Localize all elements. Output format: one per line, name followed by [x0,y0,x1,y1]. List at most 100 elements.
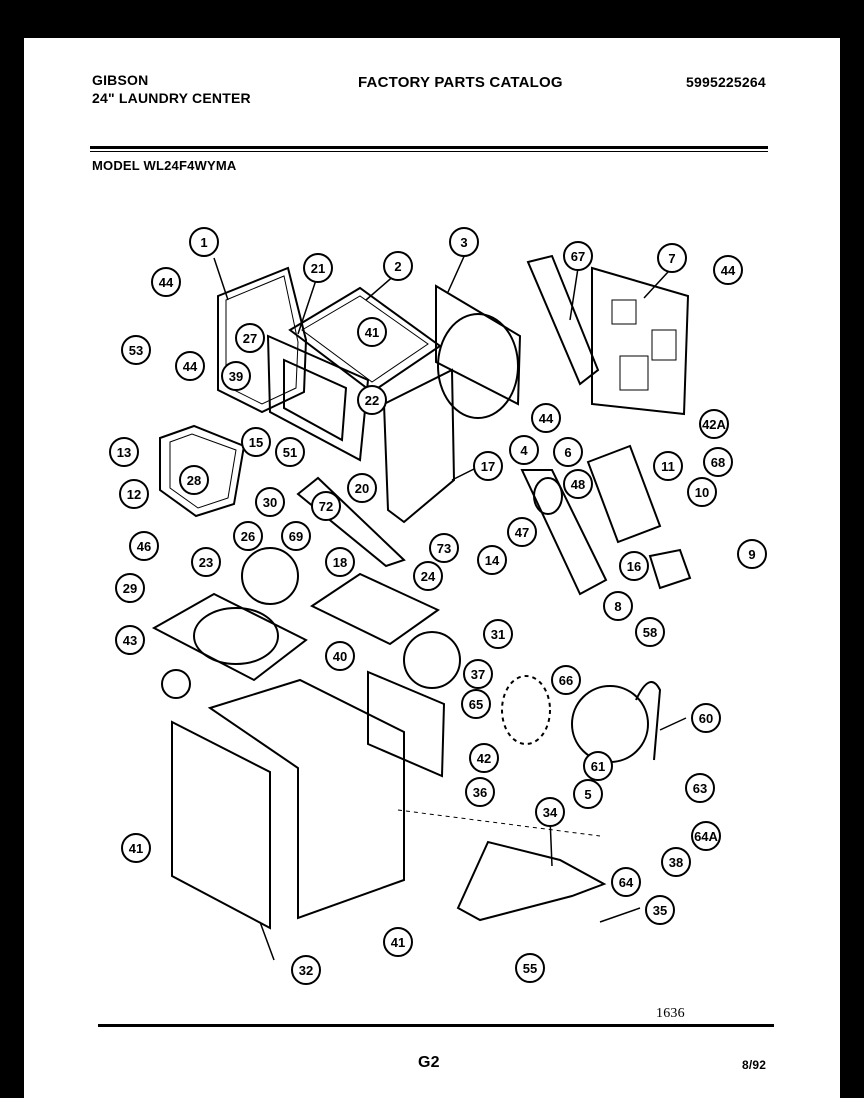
callout-1: 1 [189,227,219,257]
callout-bubble [383,927,413,957]
callout-44: 44 [175,351,205,381]
callout-40: 40 [325,641,355,671]
callout-bubble [509,435,539,465]
callout-label: 73 [437,541,451,556]
callout-58: 58 [635,617,665,647]
callout-bubble [563,241,593,271]
callout-bubble [603,591,633,621]
callout-label: 68 [711,455,725,470]
callout-18: 18 [325,547,355,577]
callout-bubble [477,545,507,575]
callout-label: 43 [123,633,137,648]
callout-label: 65 [469,697,483,712]
callout-label: 37 [471,667,485,682]
callout-28: 28 [179,465,209,495]
callout-bubble [357,385,387,415]
callout-66: 66 [551,665,581,695]
callout-44: 44 [151,267,181,297]
callout-label: 30 [263,495,277,510]
catalog-title: FACTORY PARTS CATALOG [358,74,563,91]
callout-37: 37 [463,659,493,689]
callout-label: 53 [129,343,143,358]
callout-bubble [737,539,767,569]
callout-label: 20 [355,481,369,496]
callout-23: 23 [191,547,221,577]
blower-housing-part [520,469,608,596]
callout-label: 2 [394,259,401,274]
callout-bubble [713,255,743,285]
callout-bubble [175,351,205,381]
callout-53: 53 [121,335,151,365]
callout-label: 15 [249,435,263,450]
callout-73: 73 [429,533,459,563]
callout-bubble [551,665,581,695]
callout-41: 41 [383,927,413,957]
callout-bubble [473,451,503,481]
dryer-back-panel-part [435,284,522,406]
callout-label: 41 [129,841,143,856]
callout-bubble [255,487,285,517]
callout-bubble [291,955,321,985]
callout-label: 60 [699,711,713,726]
insulation-plate-part [309,572,440,646]
callout-41: 41 [357,317,387,347]
callout-bubble [635,617,665,647]
callout-bubble [383,251,413,281]
callout-label: 67 [571,249,585,264]
callout-label: 46 [137,539,151,554]
callout-label: 29 [123,581,137,596]
callout-bubble [325,641,355,671]
callout-bubble [275,437,305,467]
callout-21: 21 [303,253,333,283]
brand-name: GIBSON [92,72,149,88]
callout-bubble [189,227,219,257]
callout-label: 28 [187,473,201,488]
callout-bubble [347,473,377,503]
callout-label: 21 [311,261,325,276]
callout-label: 44 [539,411,554,426]
callout-bubble [573,779,603,809]
callout-bubble [691,703,721,733]
callout-bubble [281,521,311,551]
callout-label: 24 [421,569,436,584]
callout-bubble [413,561,443,591]
callout-label: 17 [481,459,495,474]
callout-42a: 42A [699,409,729,439]
callout-label: 64A [694,829,718,844]
callout-label: 7 [668,251,675,266]
washer-top-part [151,592,308,682]
callout-label: 8 [614,599,621,614]
callout-43: 43 [115,625,145,655]
callout-61: 61 [583,751,613,781]
callout-3: 3 [449,227,479,257]
callout-label: 22 [365,393,379,408]
callout-label: 69 [289,529,303,544]
callout-bubble [515,953,545,983]
callout-label: 5 [584,787,591,802]
washer-cabinet-part [207,678,405,920]
callout-bubble [129,531,159,561]
callout-label: 14 [485,553,500,568]
door-frame-part [266,334,370,462]
callout-label: 27 [243,331,257,346]
callout-38: 38 [661,847,691,877]
callout-9: 9 [737,539,767,569]
callout-bubble [687,477,717,507]
callout-label: 31 [491,627,505,642]
callout-bubble [311,491,341,521]
callout-41: 41 [121,833,151,863]
callout-39: 39 [221,361,251,391]
product-name: 24" LAUNDRY CENTER [92,90,251,106]
callout-72: 72 [311,491,341,521]
callout-4: 4 [509,435,539,465]
callout-24: 24 [413,561,443,591]
callout-label: 39 [229,369,243,384]
callout-label: 3 [460,235,467,250]
callout-22: 22 [357,385,387,415]
callout-6: 6 [553,437,583,467]
callout-64: 64 [611,867,641,897]
callout-bubble [233,521,263,551]
callout-2: 2 [383,251,413,281]
callout-bubble [611,867,641,897]
callout-7: 7 [657,243,687,273]
